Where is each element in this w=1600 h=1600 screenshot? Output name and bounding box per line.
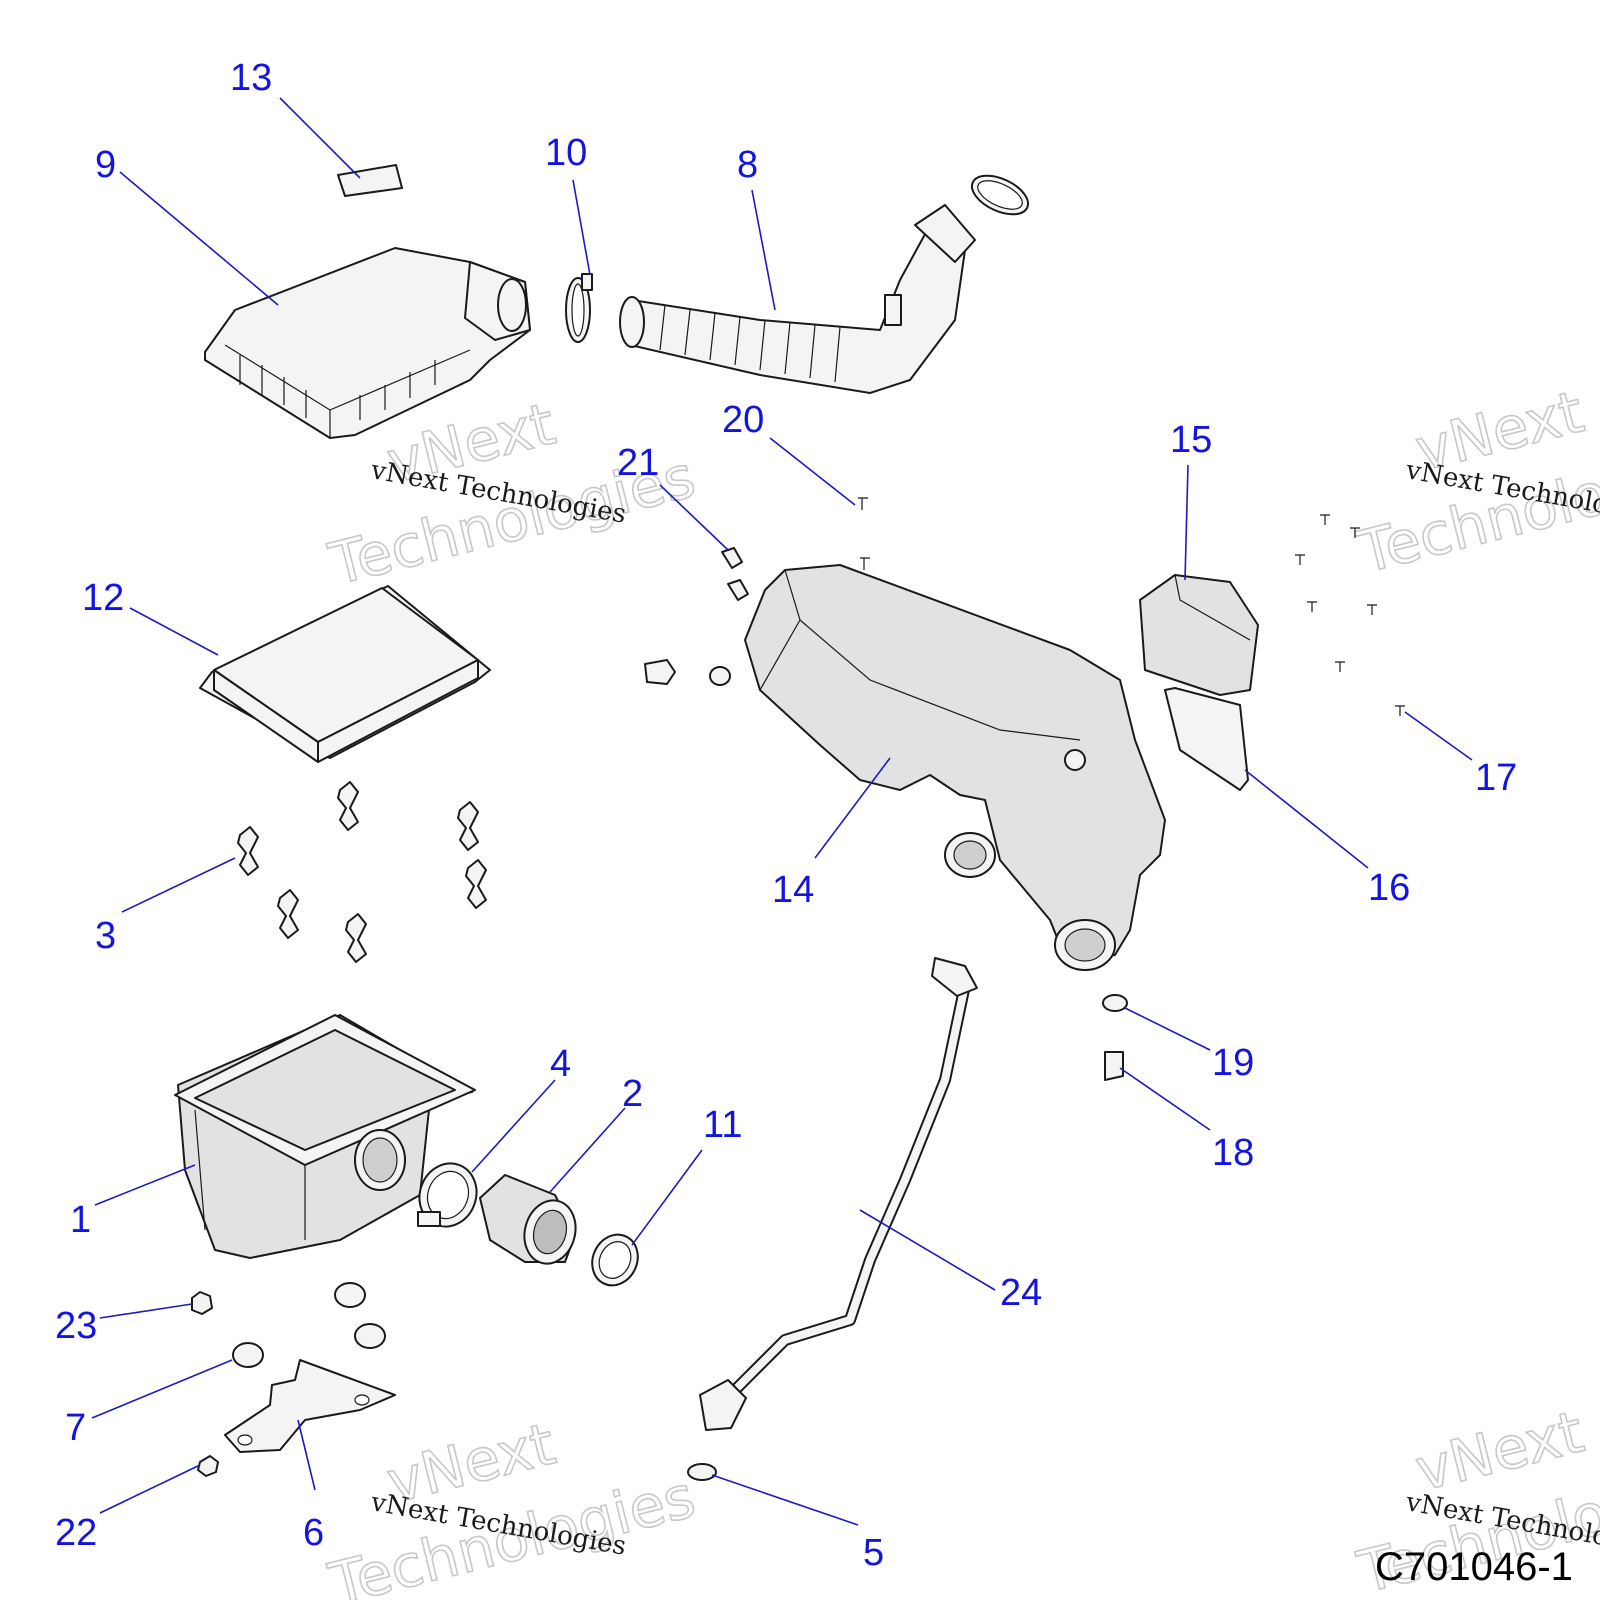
part-22-bolt xyxy=(197,1455,219,1477)
callout-5: 5 xyxy=(863,1532,884,1574)
part-24-drain-hose xyxy=(699,957,978,1431)
callout-16: 16 xyxy=(1368,867,1410,909)
callout-15: 15 xyxy=(1170,419,1212,461)
leader-2 xyxy=(549,1107,626,1193)
leader-5 xyxy=(711,1474,859,1526)
part-13-label xyxy=(337,164,403,197)
part-19-cap xyxy=(1102,994,1128,1012)
leader-17 xyxy=(1404,711,1473,761)
callout-21: 21 xyxy=(617,442,659,484)
part-12-air-filter xyxy=(199,585,491,763)
callout-7: 7 xyxy=(65,1407,86,1449)
callout-24: 24 xyxy=(1000,1272,1042,1314)
leader-8 xyxy=(751,189,776,311)
leader-6 xyxy=(297,1419,316,1491)
leader-14 xyxy=(814,757,891,859)
part-9-airbox-cover xyxy=(204,247,531,439)
part-1-airbox-base xyxy=(174,1014,476,1259)
part-7-grommets xyxy=(232,1282,386,1368)
leader-19 xyxy=(1124,1007,1211,1051)
part-5-hose-clip xyxy=(687,1463,717,1481)
part-18-cap xyxy=(1104,1051,1124,1081)
leader-lines xyxy=(91,97,1473,1526)
diagram-code: C701046-1 xyxy=(1375,1545,1573,1589)
part-16-pad xyxy=(1164,687,1249,791)
leader-4 xyxy=(471,1079,556,1173)
leader-12 xyxy=(129,607,219,656)
part-17-screws xyxy=(1295,514,1405,716)
callout-13: 13 xyxy=(230,57,272,99)
callout-19: 19 xyxy=(1212,1042,1254,1084)
callout-12: 12 xyxy=(82,577,124,619)
callout-14: 14 xyxy=(772,869,814,911)
leader-20 xyxy=(769,437,856,506)
leader-24 xyxy=(859,1209,996,1291)
part-3-spring-clips xyxy=(237,781,487,963)
part-15-cover xyxy=(1139,574,1259,696)
callout-17: 17 xyxy=(1475,757,1517,799)
callout-2: 2 xyxy=(622,1073,643,1115)
part-4-clamp xyxy=(417,1162,478,1228)
part-11-clamp xyxy=(591,1233,639,1287)
leader-1 xyxy=(94,1164,196,1206)
leader-22 xyxy=(99,1464,201,1514)
callout-8: 8 xyxy=(737,144,758,186)
callout-23: 23 xyxy=(55,1305,97,1347)
part-20-screws xyxy=(858,497,870,570)
leader-23 xyxy=(99,1303,193,1319)
part-8-ring-clamp xyxy=(970,174,1030,216)
callout-20: 20 xyxy=(722,399,764,441)
leader-3 xyxy=(121,857,236,913)
callout-4: 4 xyxy=(550,1043,571,1085)
part-21-fittings xyxy=(644,547,749,686)
leader-9 xyxy=(119,171,279,306)
callout-3: 3 xyxy=(95,915,116,957)
part-10-clamp xyxy=(565,273,593,343)
part-8-intake-duct xyxy=(619,204,976,394)
leader-10 xyxy=(572,179,591,276)
part-6-bracket xyxy=(224,1359,396,1453)
leader-15 xyxy=(1184,464,1189,581)
callout-11: 11 xyxy=(703,1104,742,1146)
part-2-coupler xyxy=(479,1174,577,1265)
leader-7 xyxy=(91,1359,233,1419)
leader-16 xyxy=(1244,769,1369,869)
callout-1: 1 xyxy=(70,1199,91,1241)
leader-13 xyxy=(279,97,361,179)
watermark-outline-bottom-left: vNext Technologies xyxy=(322,1409,703,1600)
leader-18 xyxy=(1119,1067,1211,1131)
part-14-resonator xyxy=(744,564,1166,971)
callout-6: 6 xyxy=(303,1512,324,1554)
leader-21 xyxy=(659,484,729,551)
callout-numbers: 13 9 10 8 20 21 15 12 17 14 16 3 19 4 2 … xyxy=(55,57,1517,1574)
callout-10: 10 xyxy=(545,132,587,174)
part-23-fastener xyxy=(191,1291,213,1315)
callout-22: 22 xyxy=(55,1512,97,1554)
callout-18: 18 xyxy=(1212,1132,1254,1174)
leader-11 xyxy=(631,1149,703,1246)
callout-9: 9 xyxy=(95,144,116,186)
